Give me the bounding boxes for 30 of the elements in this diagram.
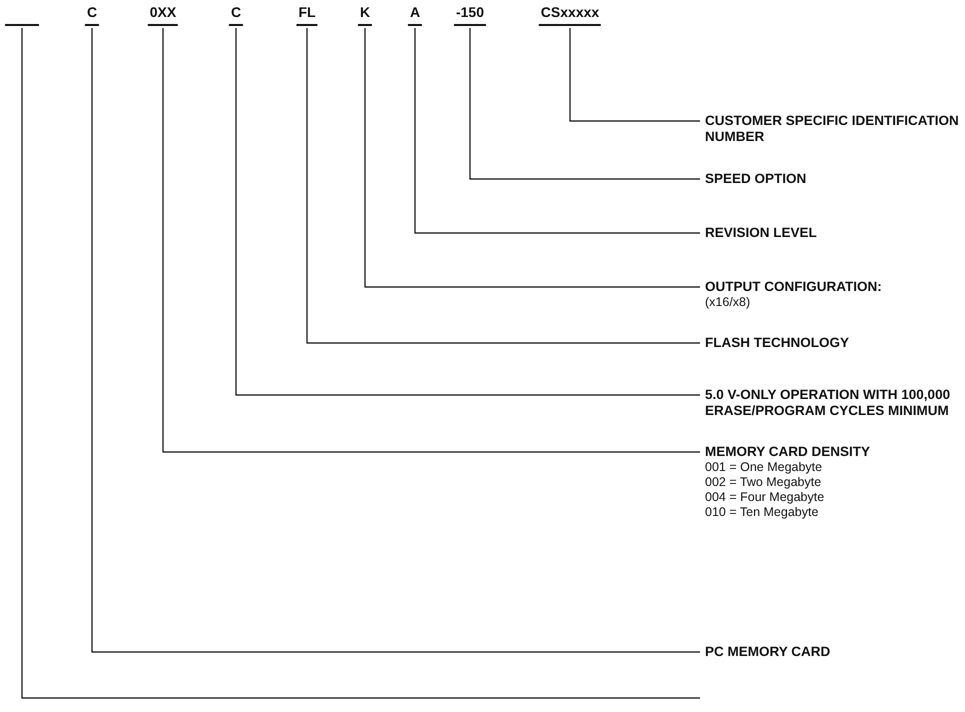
code-field: A	[408, 4, 422, 26]
leader-line	[469, 28, 700, 180]
leader-line	[235, 28, 700, 396]
description-text: 010 = Ten Megabyte	[705, 505, 820, 520]
description-text: (x16/x8)	[705, 295, 752, 310]
description-heading: PC MEMORY CARD	[705, 644, 832, 660]
description-text: 001 = One Megabyte	[705, 460, 824, 475]
code-field: FL	[296, 4, 318, 26]
leader-line	[569, 28, 700, 122]
leader-line	[364, 28, 700, 288]
leader-line	[162, 28, 700, 453]
leader-line	[414, 28, 700, 234]
leader-line	[21, 28, 700, 699]
code-field: CSxxxxx	[538, 4, 602, 26]
description-text: 004 = Four Megabyte	[705, 490, 826, 505]
description-heading: FLASH TECHNOLOGY	[705, 335, 850, 351]
description-heading: 5.0 V-ONLY OPERATION WITH 100,000 ERASE/PROGRAM CYCLES MINIMUM	[705, 387, 952, 419]
description-text: 002 = Two Megabyte	[705, 475, 822, 490]
description-heading: OUTPUT CONFIGURATION:	[705, 279, 883, 295]
description-heading: MEMORY CARD DENSITY	[705, 444, 872, 460]
leader-line	[91, 28, 700, 653]
code-field: C	[84, 4, 100, 26]
code-field: C	[228, 4, 244, 26]
code-field: -150	[454, 4, 486, 26]
description-heading: REVISION LEVEL	[705, 225, 818, 241]
description-heading: SPEED OPTION	[705, 171, 808, 187]
leader-line	[306, 28, 700, 344]
code-field: 0XX	[148, 4, 178, 26]
description-heading: CUSTOMER SPECIFIC IDENTIFICATION NUMBER	[705, 113, 960, 145]
code-field: K	[358, 4, 372, 26]
